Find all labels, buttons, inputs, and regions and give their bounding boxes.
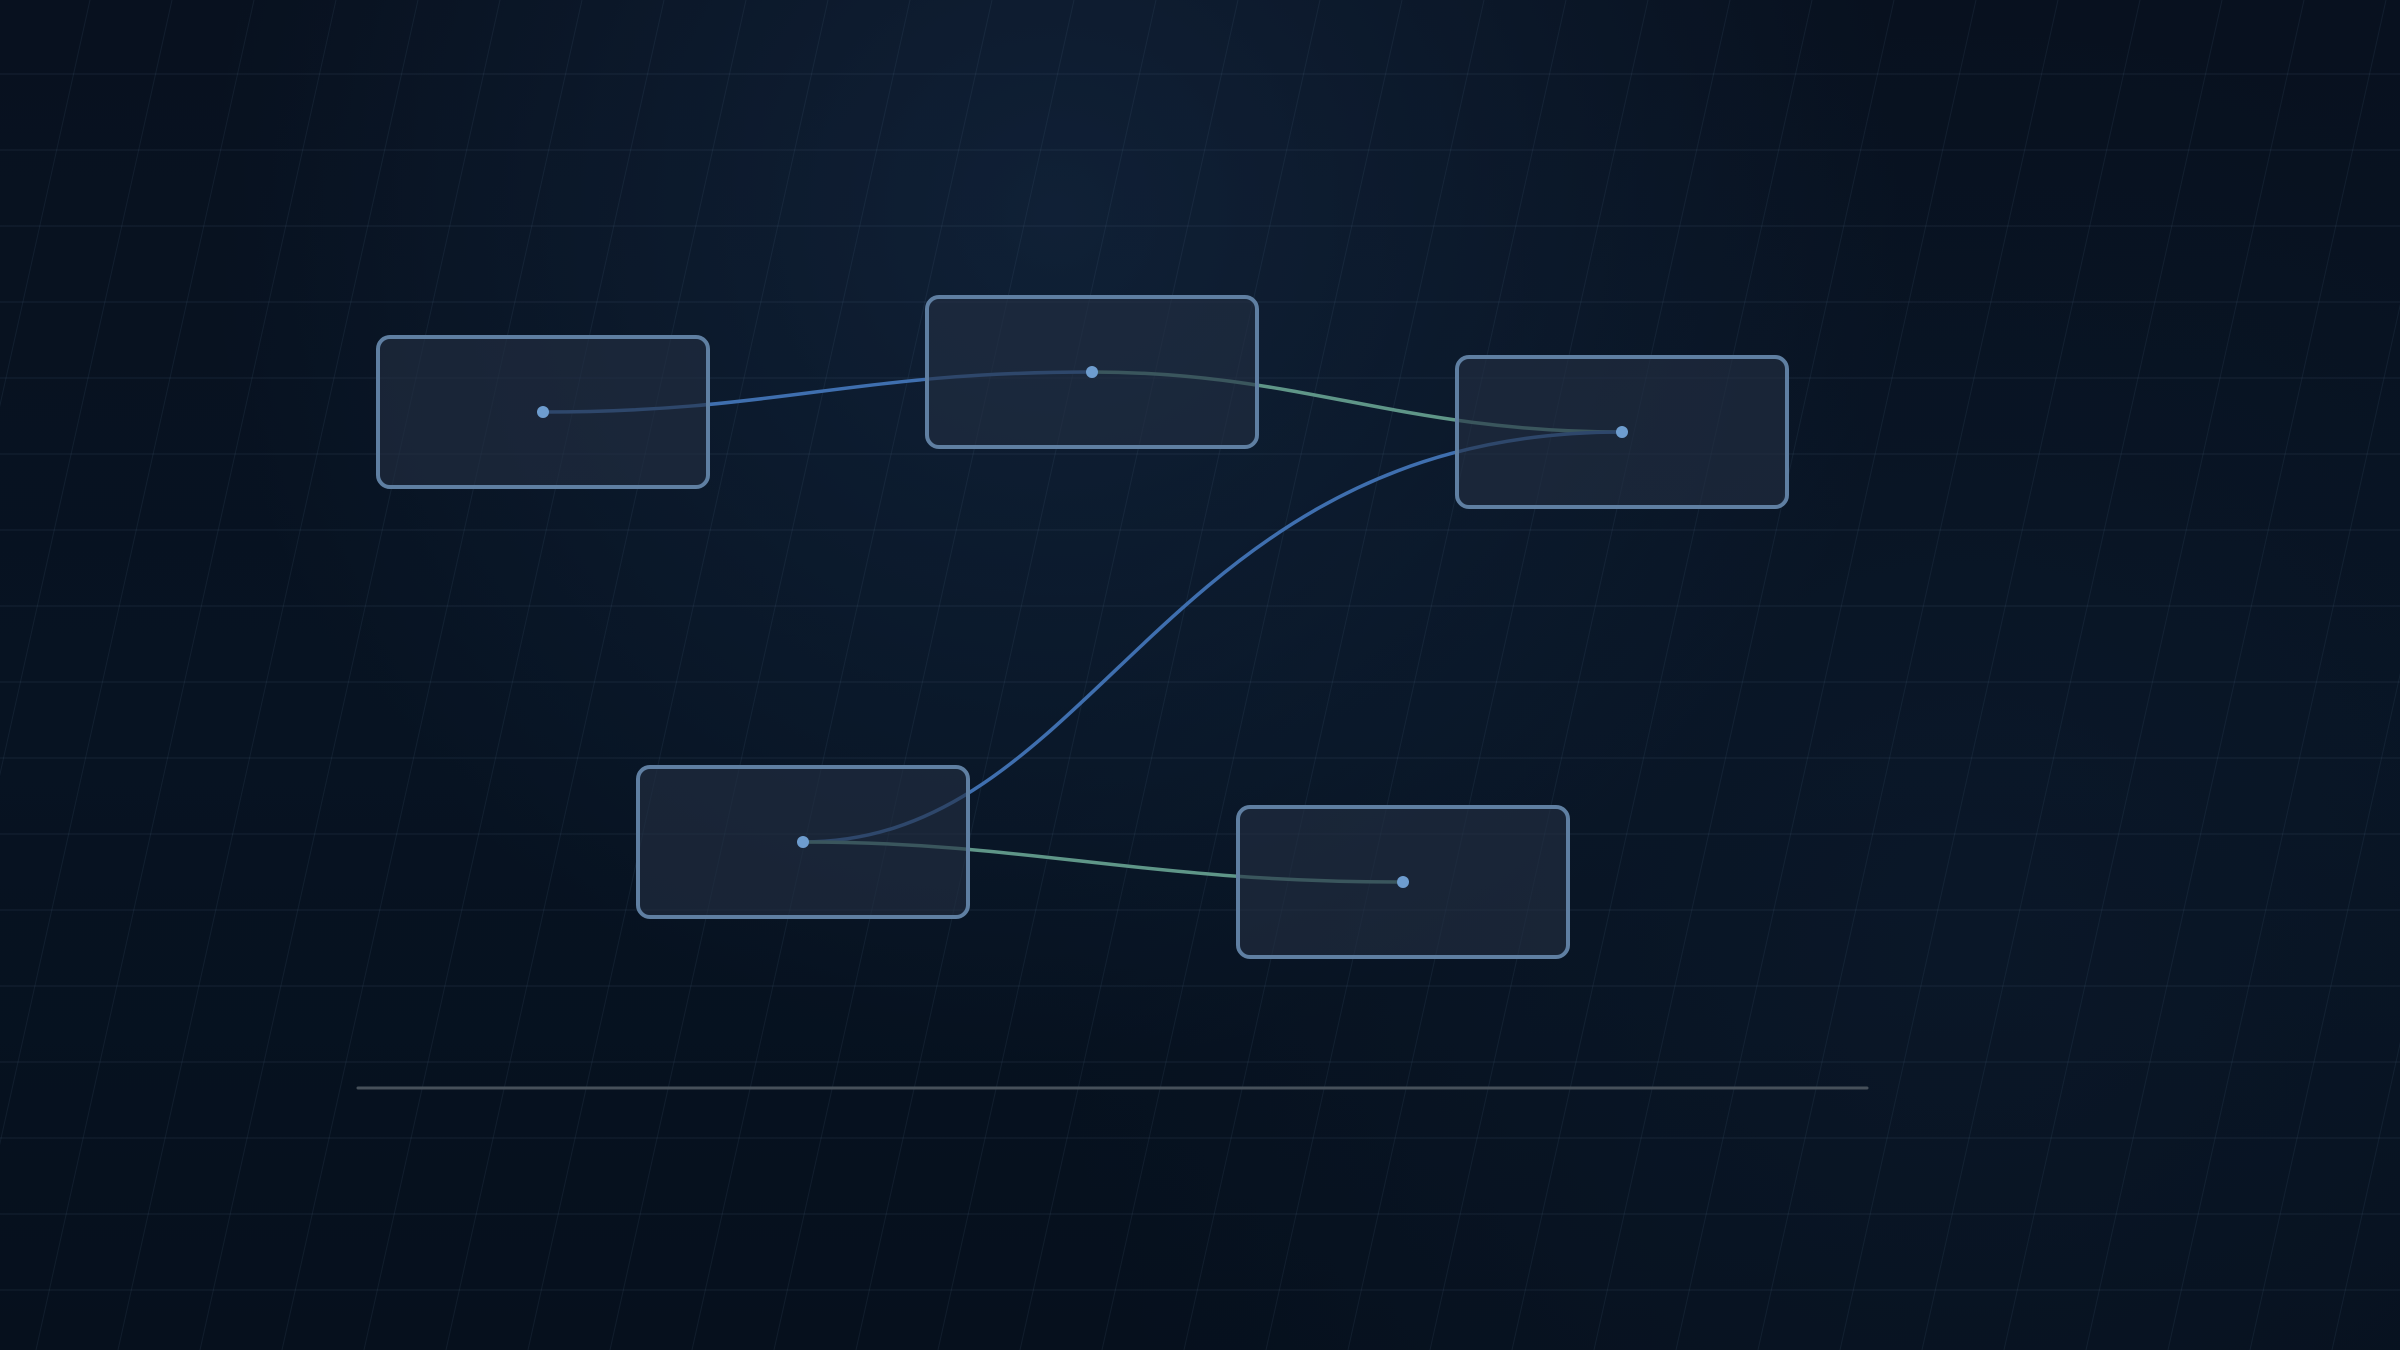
grid-line-d-12 <box>691 0 993 1350</box>
grid-line-d-23 <box>1593 0 1895 1350</box>
grid-line-d-26 <box>1839 0 2141 1350</box>
grid-line-d-2 <box>0 0 173 777</box>
grid-line-d-31 <box>2249 672 2400 1350</box>
node-2-port[interactable] <box>1086 366 1098 378</box>
grid-line-d-32 <box>2331 1041 2400 1350</box>
grid-line-d-17 <box>1101 0 1403 1350</box>
grid-line-d-27 <box>1921 0 2223 1350</box>
grid-line-d-16 <box>1019 0 1321 1350</box>
grid-line-d-21 <box>1429 0 1731 1350</box>
node-5-port[interactable] <box>1397 876 1409 888</box>
grid-line-d-3 <box>0 0 255 1146</box>
node-5[interactable] <box>1236 805 1570 959</box>
grid-line-d-1 <box>0 0 91 408</box>
node-4[interactable] <box>636 765 970 919</box>
grid-line-d-15 <box>937 0 1239 1350</box>
grid-line-d-25 <box>1757 0 2059 1350</box>
grid-line-d-6 <box>199 0 501 1350</box>
grid-line-d-7 <box>281 0 583 1350</box>
grid-line-d-22 <box>1511 0 1813 1350</box>
node-2[interactable] <box>925 295 1259 449</box>
grid-line-d-14 <box>855 0 1157 1350</box>
grid-line-d-11 <box>609 0 911 1350</box>
grid-line-d-19 <box>1265 0 1567 1350</box>
grid-line-d-28 <box>2003 0 2305 1350</box>
grid-line-d-8 <box>363 0 665 1350</box>
grid-line-d-30 <box>2167 303 2400 1350</box>
grid-line-d-10 <box>527 0 829 1350</box>
grid-line-d-18 <box>1183 0 1485 1350</box>
grid-line-d-4 <box>35 0 337 1350</box>
nodes <box>376 295 1789 959</box>
grid-line-d-9 <box>445 0 747 1350</box>
grid-line-d-13 <box>773 0 1075 1350</box>
node-1-port[interactable] <box>537 406 549 418</box>
grid-line-d-29 <box>2085 0 2387 1350</box>
node-3-port[interactable] <box>1616 426 1628 438</box>
grid-line-d-24 <box>1675 0 1977 1350</box>
node-1[interactable] <box>376 335 710 489</box>
grid-line-d-20 <box>1347 0 1649 1350</box>
node-3[interactable] <box>1455 355 1789 509</box>
grid-line-d-5 <box>117 0 419 1350</box>
node-4-port[interactable] <box>797 836 809 848</box>
horizontal-grid-lines <box>0 73 2400 1291</box>
